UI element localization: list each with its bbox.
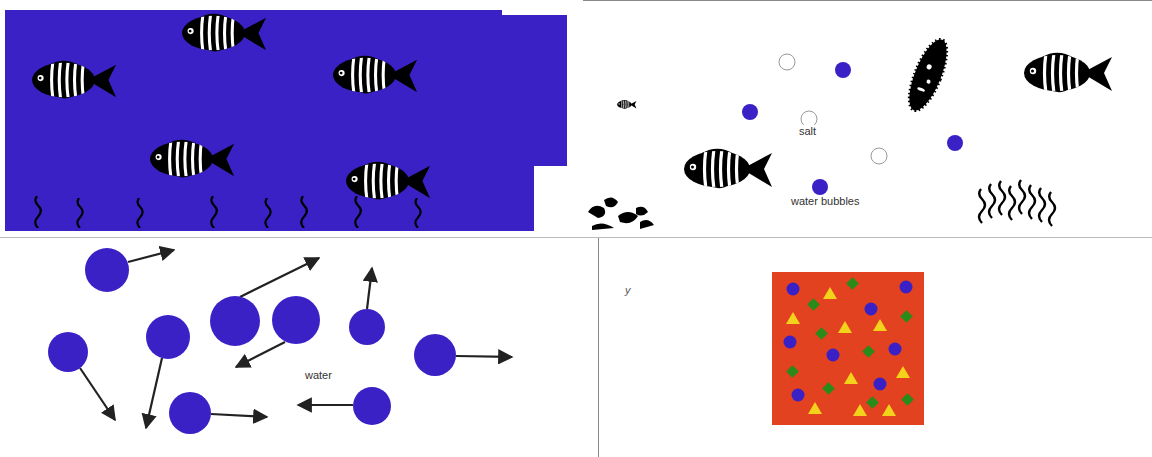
divider bbox=[598, 238, 599, 457]
mixture bbox=[772, 272, 924, 425]
water-molecules bbox=[80, 250, 512, 428]
salt-label: salt bbox=[798, 125, 817, 137]
stray-mark: y bbox=[624, 284, 632, 296]
divider bbox=[0, 237, 1152, 238]
bubbles-label: water bubbles bbox=[790, 195, 861, 207]
water-label: water bbox=[304, 369, 333, 381]
molecules bbox=[48, 248, 456, 434]
sea-panel bbox=[5, 10, 567, 231]
micro-scene bbox=[583, 1, 1152, 231]
